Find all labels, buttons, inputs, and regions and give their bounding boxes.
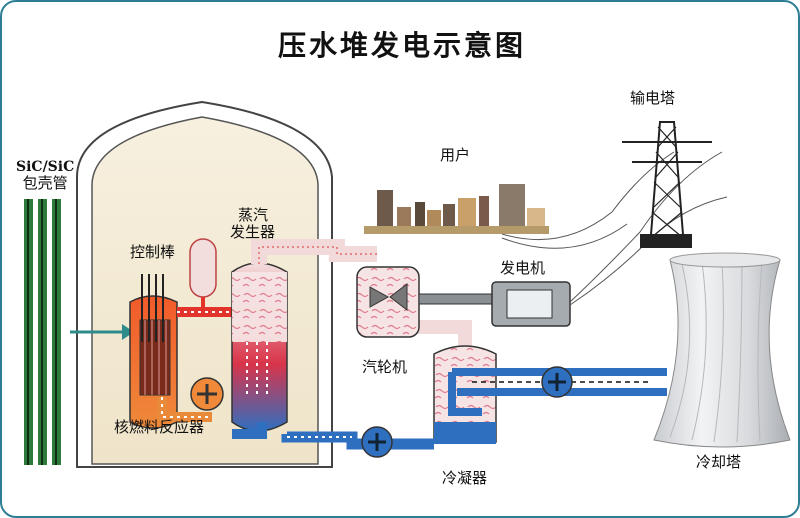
- control-rods-label: 控制棒: [130, 243, 176, 261]
- control-rods: [141, 274, 164, 342]
- coolant-pump: [190, 377, 224, 411]
- cooling-tower: [653, 252, 791, 448]
- steam-generator: [231, 262, 288, 432]
- transmission-tower-label: 输电塔: [630, 89, 676, 107]
- primary-loop-cold: [232, 422, 267, 439]
- power-lines: [501, 151, 728, 306]
- feedwater-pump: [361, 426, 393, 458]
- city-skyline: [364, 184, 549, 234]
- steam-generator-label-line2: 发生器: [230, 223, 276, 242]
- diagram-title: 压水堆发电示意图: [277, 29, 526, 62]
- cooling-water-loop: [448, 366, 667, 416]
- turbine: [356, 266, 420, 338]
- generator-assembly: [418, 281, 571, 327]
- generator-label: 发电机: [500, 259, 546, 277]
- cladding-label: SiC/SiC 包壳管: [16, 159, 74, 192]
- feedwater-line: [281, 431, 434, 450]
- transmission-tower: [622, 121, 712, 248]
- cooling-tower-label: 冷却塔: [696, 453, 742, 471]
- condenser-label: 冷凝器: [442, 469, 488, 487]
- turbine-label: 汽轮机: [362, 358, 408, 376]
- steam-line: [251, 239, 472, 347]
- reactor-label: 核燃料反应器: [114, 418, 205, 436]
- reactor-vessel: [129, 295, 178, 429]
- steam-generator-label-line1: 蒸汽: [238, 206, 269, 224]
- users-label: 用户: [440, 146, 471, 164]
- insertion-arrow: [70, 324, 134, 340]
- cladding-tubes: [24, 199, 61, 465]
- cladding-label-line2: 包壳管: [22, 174, 68, 193]
- cladding-label-line1: SiC/SiC: [16, 159, 75, 175]
- steam-generator-label: 蒸汽 发生器: [230, 206, 276, 242]
